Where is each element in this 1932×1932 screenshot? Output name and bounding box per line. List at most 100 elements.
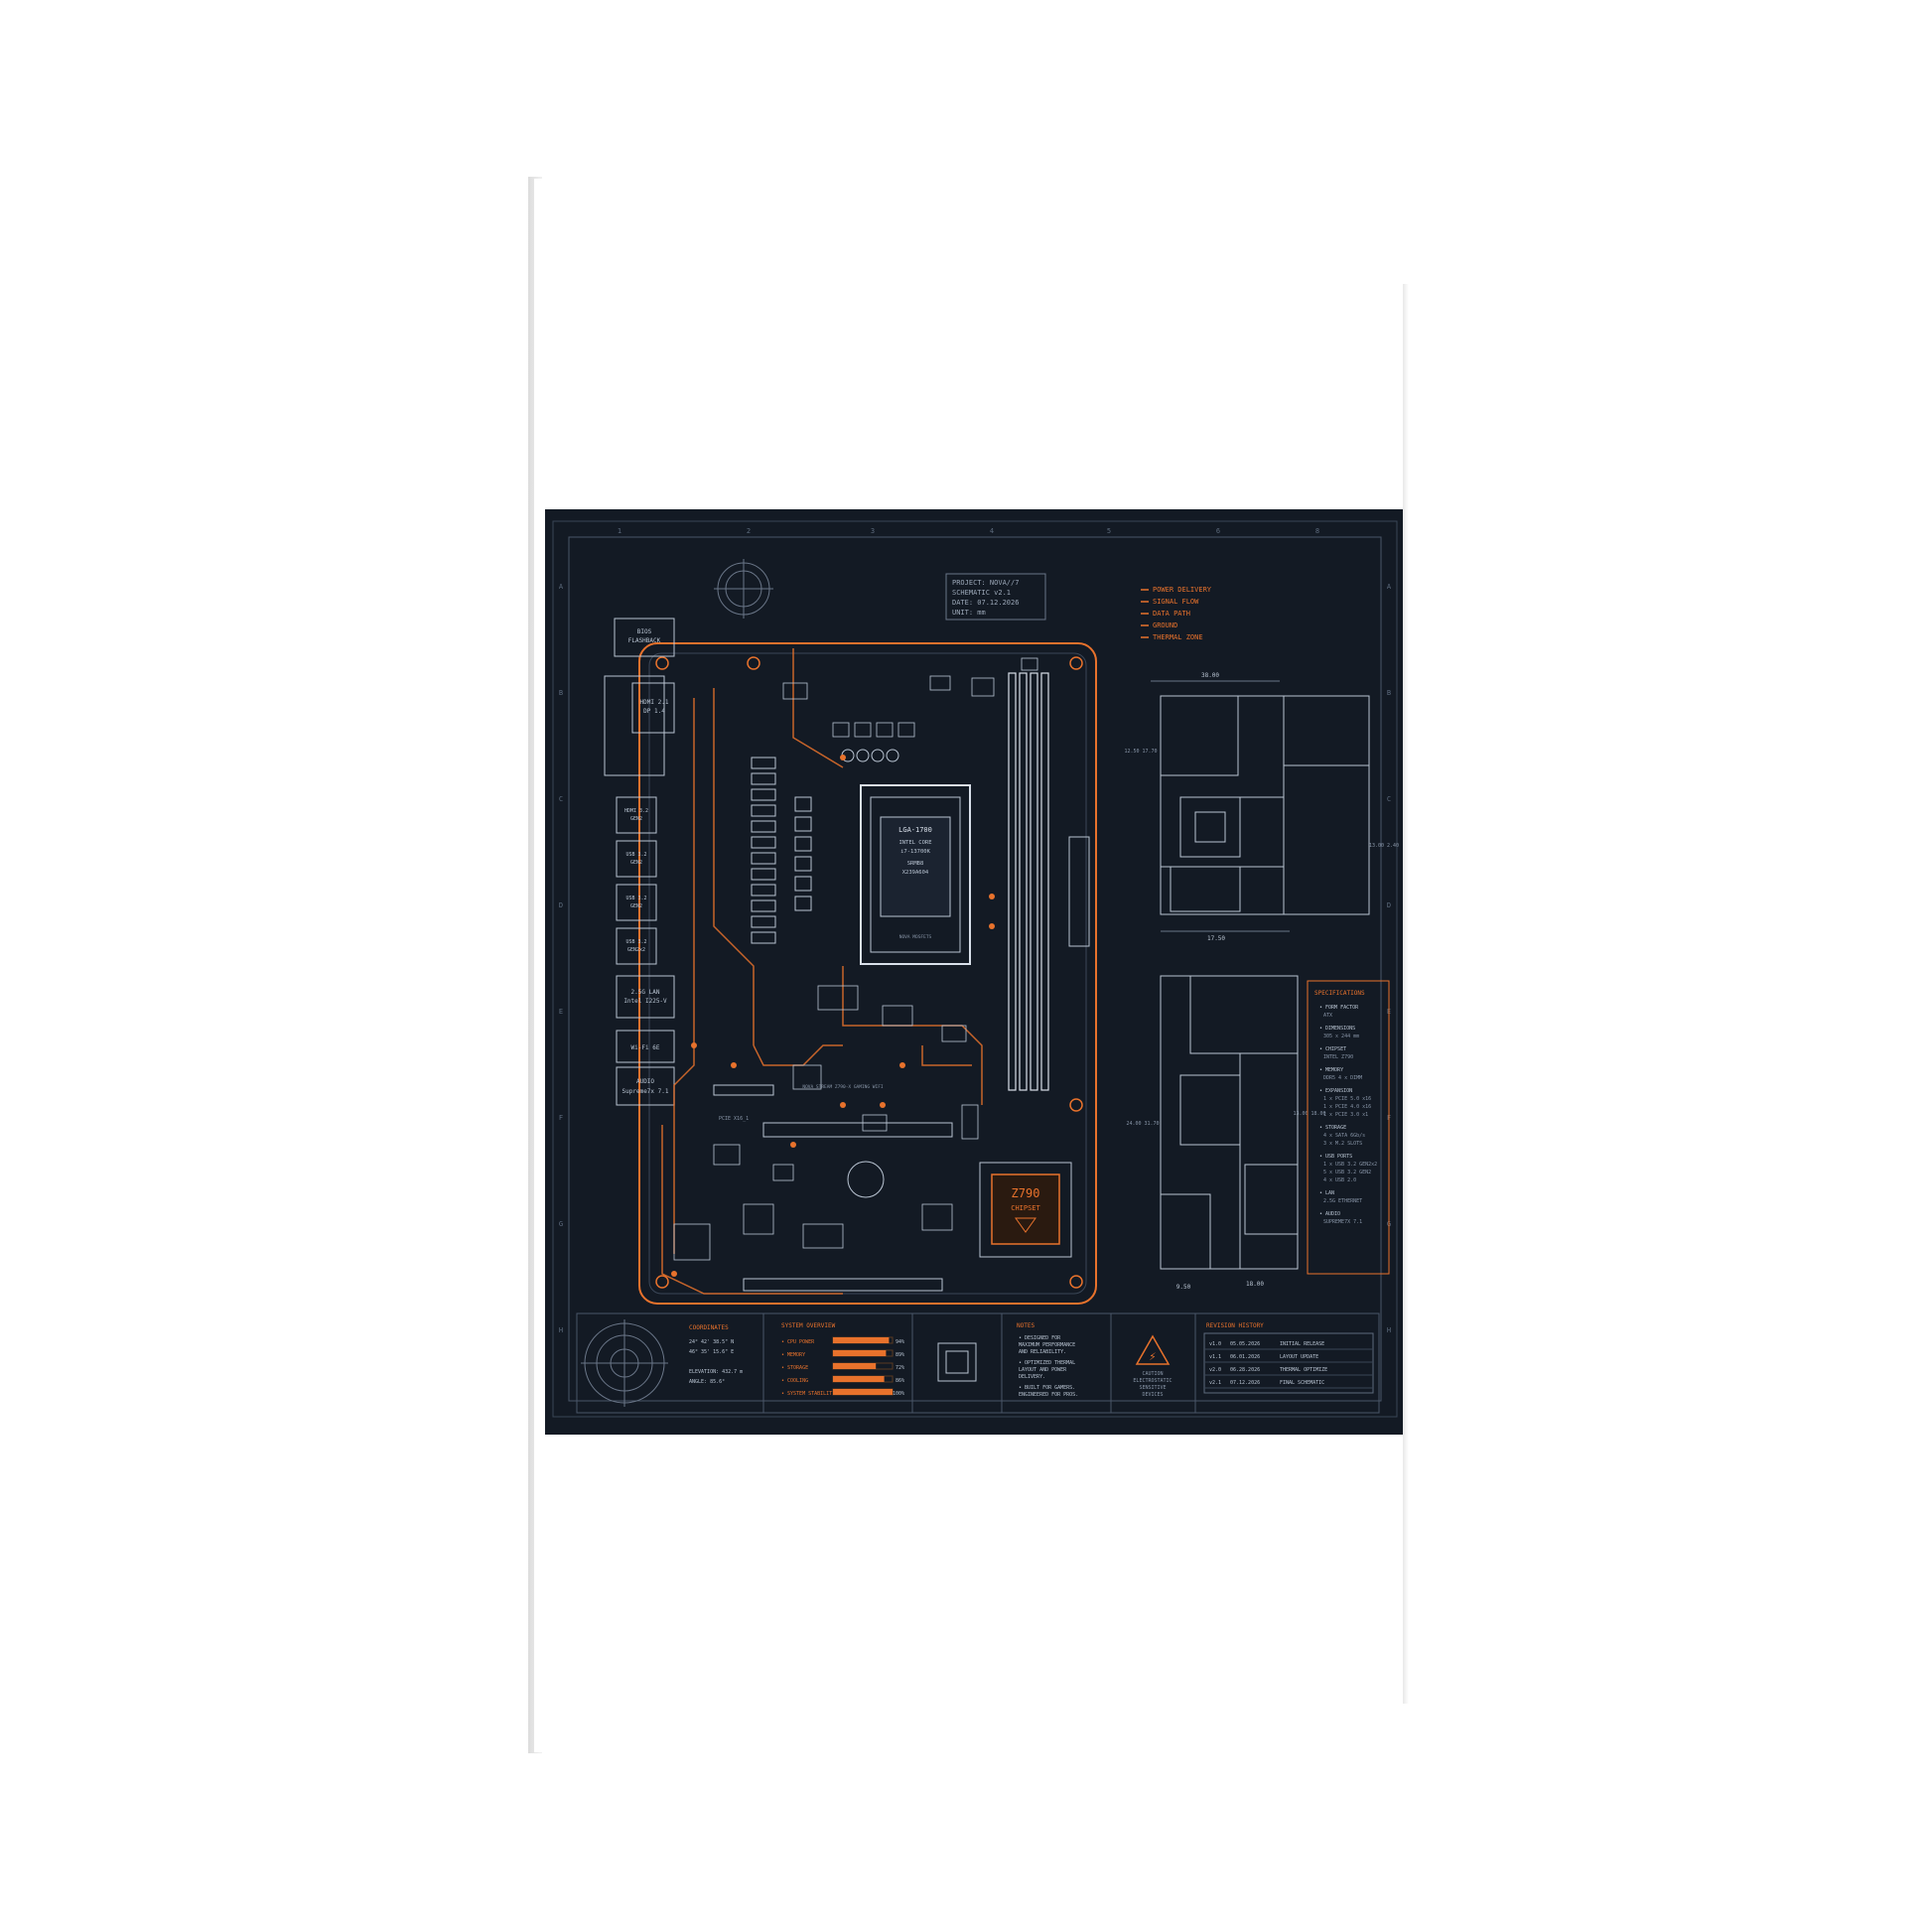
system-overview-title: SYSTEM OVERVIEW — [781, 1322, 836, 1329]
cpu-sub-label: NOVA MOSFETS — [899, 934, 932, 940]
dimm-slots — [1008, 672, 1049, 1091]
component — [1021, 657, 1038, 671]
project-info-box: PROJECT: NOVA//7 SCHEMATIC v2.1 DATE: 07… — [945, 573, 1046, 621]
component — [817, 985, 859, 1011]
floor-plan-upper: 38.00 12.50 17.70 13.00 2.40 17.50 — [1124, 672, 1399, 942]
vrm-phase — [751, 915, 776, 928]
cpu-model: i7-13700K — [900, 849, 930, 855]
cpu-spec: SRMB8 — [907, 861, 924, 867]
glow-node — [989, 894, 995, 899]
note-line: LAYOUT AND POWER — [1019, 1367, 1067, 1373]
note-line: DELIVERY. — [1019, 1374, 1045, 1380]
grid-row-left-D: D — [559, 901, 563, 909]
atx-power-connector — [1068, 836, 1090, 947]
project-date: DATE: 07.12.2026 — [952, 599, 1019, 607]
spec-value: 1 x USB 3.2 GEN2x2 — [1323, 1162, 1377, 1168]
audio-label: AUDIO — [636, 1078, 654, 1085]
info-bar: COORDINATES 24° 42' 38.5" N46° 35' 15.6"… — [576, 1312, 1380, 1414]
spec-heading: • AUDIO — [1319, 1211, 1340, 1217]
usb-gen-label: GEN2 — [630, 860, 642, 866]
capacitor — [871, 749, 885, 762]
revision-note: FINAL SCHEMATIC — [1280, 1380, 1324, 1386]
wifi-label: Wi-Fi 6E — [631, 1044, 660, 1051]
capacitor — [856, 749, 870, 762]
component — [876, 722, 894, 738]
spec-value: 4 x SATA 6Gb/s — [1323, 1133, 1365, 1139]
vrm-phase — [751, 757, 776, 769]
coordinate-line: ELEVATION: 432.7 m — [689, 1369, 743, 1375]
vrm-phases — [751, 749, 899, 944]
component — [862, 1114, 888, 1132]
usb-label: HDMI 3.2 — [624, 808, 648, 814]
project-unit: UNIT: mm — [952, 609, 986, 617]
component — [673, 1223, 711, 1261]
overview-bar-fill — [833, 1350, 887, 1356]
usb-gen-label: GEN2 — [630, 816, 642, 822]
overview-label: • COOLING — [781, 1378, 808, 1384]
orange-traces — [661, 648, 983, 1295]
compass-icon — [581, 1319, 668, 1407]
note-line: • DESIGNED FOR — [1019, 1335, 1061, 1341]
component — [971, 677, 995, 697]
vrm-phase — [751, 899, 776, 912]
grid-row-left-B: B — [559, 689, 563, 697]
spec-value: 4 x USB 2.0 — [1323, 1177, 1356, 1183]
grid-col-5: 5 — [1107, 527, 1111, 535]
note-line: MAXIMUM PERFORMANCE — [1019, 1342, 1075, 1348]
grid-row-left-G: G — [559, 1220, 563, 1228]
overview-value: 89% — [896, 1352, 904, 1358]
spec-value: 5 x USB 3.2 GEN2 — [1323, 1170, 1371, 1175]
usb-label: USB 3.2 — [625, 939, 646, 945]
revision-version: v2.0 — [1209, 1367, 1221, 1373]
grid-row-left-H: H — [559, 1326, 563, 1334]
grid-row-left-C: C — [559, 795, 563, 803]
hdmi-label: HDMI 2.1 — [640, 699, 669, 706]
revision-version: v1.1 — [1209, 1354, 1221, 1360]
pcie-top-label: PCIE X16_1 — [719, 1116, 749, 1122]
grid-row-right-C: C — [1387, 795, 1391, 803]
vrm-inductor — [794, 816, 812, 832]
dimm-slot — [1008, 672, 1017, 1091]
grid-row-right-H: H — [1387, 1326, 1391, 1334]
pcie-slots: PCIE X16_1 NOVA STREAM Z790-X GAMING WIF… — [713, 1084, 953, 1292]
usb-label: USB 3.2 — [625, 896, 646, 901]
revision-title: REVISION HISTORY — [1206, 1322, 1264, 1329]
spec-value: 3 x M.2 SLOTS — [1323, 1141, 1362, 1147]
canvas-shadow — [1403, 284, 1409, 1704]
component — [961, 1104, 979, 1140]
vrm-inductor — [794, 876, 812, 892]
revision-date: 06.28.2026 — [1230, 1367, 1260, 1373]
revision-version: v2.1 — [1209, 1380, 1221, 1386]
overview-bar-fill — [833, 1376, 885, 1382]
usb-port-block — [616, 927, 657, 965]
spec-heading: • EXPANSION — [1319, 1088, 1352, 1094]
overview-value: 94% — [896, 1339, 904, 1345]
overview-label: • MEMORY — [781, 1352, 805, 1358]
glow-node — [790, 1142, 796, 1148]
coordinates-title: COORDINATES — [689, 1324, 729, 1331]
bios-label-2: FLASHBACK — [628, 637, 661, 644]
component — [929, 675, 951, 691]
capacitor — [886, 749, 899, 762]
spec-heading: • STORAGE — [1319, 1125, 1346, 1131]
component — [921, 1203, 953, 1231]
glow-node — [989, 923, 995, 929]
io-hdmi-block: HDMI 2.1 DP 1.4 — [604, 675, 675, 776]
spec-heading: • DIMENSIONS — [1319, 1026, 1355, 1032]
spec-value: DDR5 4 x DIMM — [1323, 1075, 1362, 1081]
spec-value: INTEL Z790 — [1323, 1054, 1353, 1060]
usb-gen-label: GEN2 — [630, 903, 642, 909]
dim-right-height-2: 13.00 18.00 — [1293, 1111, 1325, 1117]
overview-label: • STORAGE — [781, 1365, 808, 1371]
spec-value: 1 x PCIE 5.0 x16 — [1323, 1096, 1371, 1102]
usb-port-block — [616, 796, 657, 834]
component — [882, 1005, 913, 1027]
grid-row-right-A: A — [1387, 583, 1392, 591]
vrm-inductor — [794, 896, 812, 911]
dim-left-height-2: 24.00 31.70 — [1126, 1121, 1159, 1127]
grid-row-left-F: F — [559, 1114, 563, 1122]
